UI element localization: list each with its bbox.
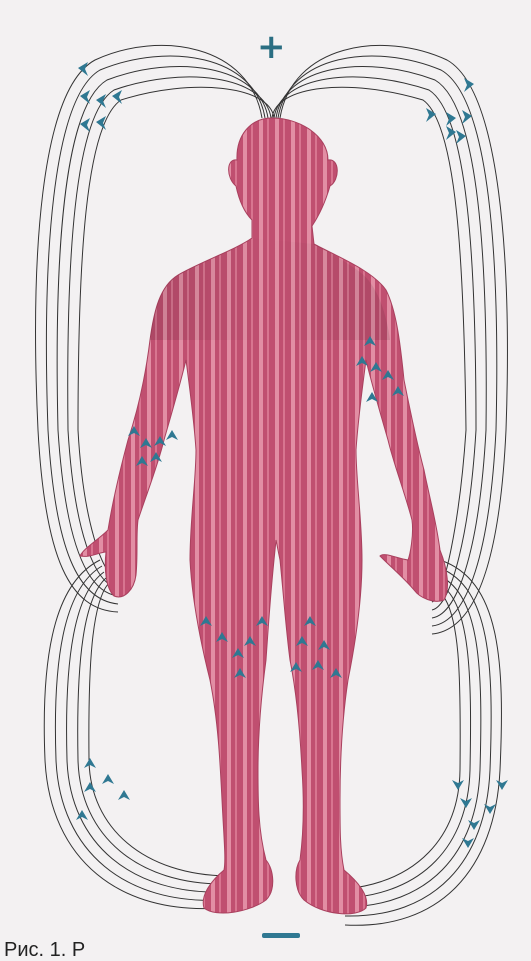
arrowhead-icon [426, 108, 436, 122]
arrowhead-icon [84, 782, 96, 792]
arrowhead-icon [102, 774, 114, 784]
arrowhead-icon [446, 126, 456, 140]
arrowhead-icon [80, 118, 90, 132]
human-figure [80, 118, 447, 914]
arrowhead-icon [112, 90, 122, 104]
arrowhead-icon [96, 94, 106, 108]
body-shading [150, 238, 390, 340]
arrowhead-icon [84, 758, 96, 768]
arrowhead-icon [118, 790, 130, 800]
arrowhead-icon [80, 90, 90, 104]
arrowhead-icon [460, 798, 472, 808]
arrowhead-icon [166, 430, 178, 440]
positive-pole-label: + [257, 30, 286, 64]
field-lines-lower-right [345, 560, 501, 925]
figure-caption: Рис. 1. Р [4, 940, 85, 960]
arrowhead-icon [496, 780, 508, 790]
arrowhead-icon [452, 780, 464, 790]
human-silhouette [80, 118, 447, 914]
negative-pole-minus-icon [262, 933, 300, 938]
